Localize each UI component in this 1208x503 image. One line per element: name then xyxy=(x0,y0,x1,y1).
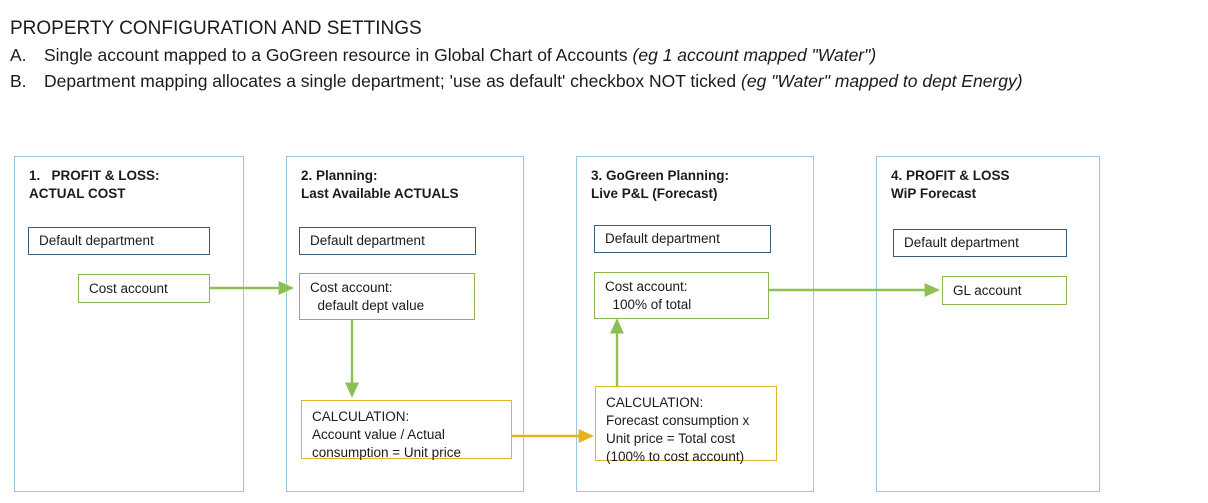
panel-2-default-department-box[interactable]: Default department xyxy=(299,227,476,255)
header-item-a-marker: A. xyxy=(10,45,27,65)
header-item-a-main: Single account mapped to a GoGreen resou… xyxy=(44,45,633,65)
panel-4-gl-account-label: GL account xyxy=(953,282,1022,298)
panel-1-title: 1. PROFIT & LOSS: ACTUAL COST xyxy=(29,167,160,202)
panel-3-default-department-box[interactable]: Default department xyxy=(594,225,771,253)
panel-4-default-department-label: Default department xyxy=(904,235,1019,250)
panel-gogreen-planning-live-pl-forecast: 3. GoGreen Planning: Live P&L (Forecast) xyxy=(576,156,814,492)
panel-3-calculation-box[interactable]: CALCULATION: Forecast consumption x Unit… xyxy=(595,386,777,464)
panel-1-title-line2: ACTUAL COST xyxy=(29,185,126,201)
panel-2-calculation-line1: CALCULATION: xyxy=(312,409,410,424)
panel-3-cost-account-box[interactable]: Cost account: 100% of total xyxy=(594,272,769,319)
panel-2-calculation-line2: Account value / Actual xyxy=(312,427,445,442)
panel-3-default-department-label: Default department xyxy=(605,231,720,246)
panel-2-cost-account-box[interactable]: Cost account: default dept value xyxy=(299,273,475,320)
header-item-a: A. Single account mapped to a GoGreen re… xyxy=(10,42,1200,68)
panel-3-calculation-line3: Unit price = Total cost xyxy=(606,431,736,446)
panel-4-default-department-box[interactable]: Default department xyxy=(893,229,1067,257)
header-item-a-emphasis: (eg 1 account mapped "Water") xyxy=(632,45,877,65)
panel-2-title-line1: 2. Planning: xyxy=(301,168,378,183)
header-item-b-main: Department mapping allocates a single de… xyxy=(44,71,742,91)
panel-1-title-line1: 1. PROFIT & LOSS: xyxy=(29,168,160,183)
panel-3-cost-account-line1: Cost account: xyxy=(605,278,688,294)
header-item-a-text: Single account mapped to a GoGreen resou… xyxy=(44,42,876,68)
panel-2-title-line2: Last Available ACTUALS xyxy=(301,185,459,201)
panel-1-cost-account-label: Cost account xyxy=(89,280,168,296)
panel-4-gl-account-box[interactable]: GL account xyxy=(942,276,1067,305)
panel-2-calculation-line3: consumption = Unit price xyxy=(312,445,461,460)
panel-3-cost-account-line2: 100% of total xyxy=(605,296,692,312)
panel-profit-and-loss-wip-forecast: 4. PROFIT & LOSS WiP Forecast xyxy=(876,156,1100,492)
panel-4-title-line2: WiP Forecast xyxy=(891,185,977,201)
panel-planning-last-available-actuals: 2. Planning: Last Available ACTUALS xyxy=(286,156,524,492)
panel-4-title-line1: 4. PROFIT & LOSS xyxy=(891,168,1010,183)
panel-2-cost-account-line2: default dept value xyxy=(310,297,425,313)
panel-3-calculation-line4: (100% to cost account) xyxy=(606,449,745,464)
panel-2-title: 2. Planning: Last Available ACTUALS xyxy=(301,167,459,202)
panel-4-title: 4. PROFIT & LOSS WiP Forecast xyxy=(891,167,1010,202)
header-item-b: B. Department mapping allocates a single… xyxy=(10,68,1200,94)
panel-2-default-department-label: Default department xyxy=(310,233,425,248)
panel-1-cost-account-box[interactable]: Cost account xyxy=(78,274,210,303)
panel-3-title: 3. GoGreen Planning: Live P&L (Forecast) xyxy=(591,167,729,202)
header-item-b-emphasis: (eg "Water" mapped to dept Energy) xyxy=(741,71,1023,91)
panel-profit-and-loss-actual-cost: 1. PROFIT & LOSS: ACTUAL COST xyxy=(14,156,244,492)
panel-3-calculation-line2: Forecast consumption x xyxy=(606,413,750,428)
panel-3-calculation-line1: CALCULATION: xyxy=(606,395,704,410)
panel-3-title-line1: 3. GoGreen Planning: xyxy=(591,168,730,183)
header-item-b-marker: B. xyxy=(10,71,27,91)
panel-1-default-department-box[interactable]: Default department xyxy=(28,227,210,255)
panel-1-default-department-label: Default department xyxy=(39,233,154,248)
header-item-b-text: Department mapping allocates a single de… xyxy=(44,68,1023,94)
panel-2-cost-account-line1: Cost account: xyxy=(310,279,393,295)
page-title: PROPERTY CONFIGURATION AND SETTINGS xyxy=(10,18,422,39)
panel-3-title-line2: Live P&L (Forecast) xyxy=(591,185,718,201)
panel-2-calculation-box[interactable]: CALCULATION: Account value / Actual cons… xyxy=(301,400,512,460)
header-block: PROPERTY CONFIGURATION AND SETTINGS A. S… xyxy=(10,16,1200,94)
